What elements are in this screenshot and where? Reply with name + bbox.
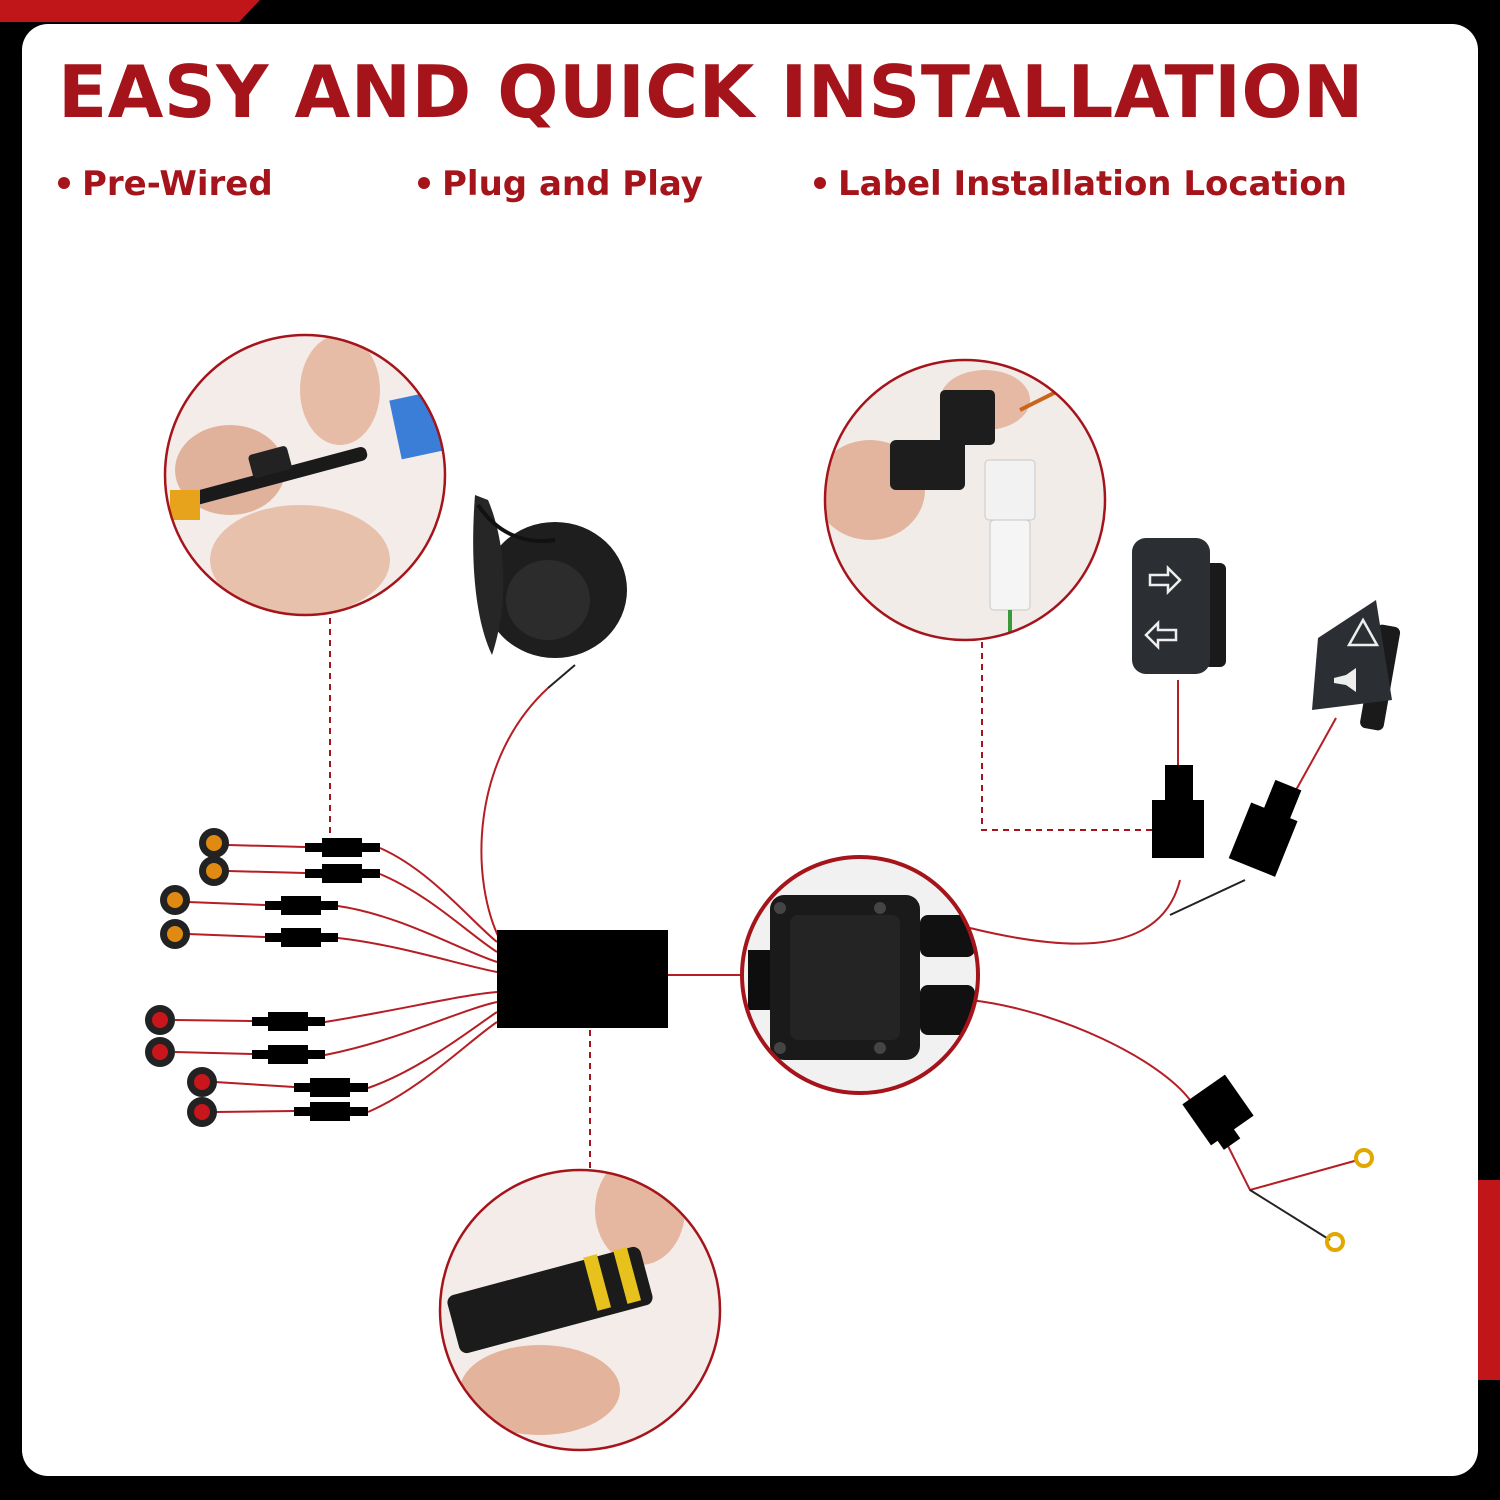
marker-light-icon — [187, 1097, 217, 1127]
horn-wire-black — [547, 664, 576, 689]
wires — [324, 664, 1359, 1241]
horn-wire — [480, 687, 549, 941]
leader-line-right — [981, 642, 1152, 831]
junction-box-icon — [740, 855, 980, 1095]
ring-wire-black — [1249, 1189, 1331, 1241]
switch-b-wire — [1169, 879, 1246, 916]
ring-terminal-icon — [1325, 1232, 1345, 1252]
feature-label: Plug and Play — [442, 164, 703, 204]
edge-accent — [1478, 1180, 1500, 1380]
hazard-icon — [1346, 617, 1380, 647]
arrow-right-icon — [1148, 564, 1182, 596]
magnifier-ring — [163, 333, 447, 617]
switch-b-lead — [1295, 717, 1337, 791]
control-box-icon — [497, 930, 668, 1028]
magnifier-ring — [740, 855, 980, 1095]
connector-plug — [1165, 765, 1193, 805]
magnifier-plug-connector — [823, 358, 1107, 642]
bullet-dot-icon — [58, 176, 70, 189]
marker-light-icon — [199, 828, 229, 858]
magnifier-waterproof-connector — [438, 1168, 722, 1452]
bullet-dot-icon — [418, 176, 430, 189]
connector-housing — [1152, 800, 1204, 858]
magnifier-ring — [438, 1168, 722, 1452]
turn-signal-switch — [1132, 538, 1226, 674]
feature-pre-wired: Pre-Wired — [58, 164, 273, 204]
inline-connectors — [252, 838, 380, 1121]
ring-wire-red — [1224, 1139, 1359, 1192]
light-leads — [174, 844, 306, 1113]
horn-symbol-icon — [1334, 668, 1356, 692]
feature-list: Pre-Wired Plug and Play Label Installati… — [58, 164, 1458, 214]
amber-marker-lights — [160, 828, 229, 949]
power-wire — [969, 999, 1191, 1101]
horn-icon — [473, 495, 627, 658]
corner-accent — [0, 0, 260, 22]
marker-light-icon — [160, 919, 190, 949]
feature-plug-and-play: Plug and Play — [418, 164, 703, 204]
fuse-holder-icon — [1182, 1074, 1254, 1150]
arrow-left-icon — [1144, 619, 1178, 651]
marker-light-icon — [160, 885, 190, 915]
hazard-horn-switch — [1312, 600, 1401, 731]
magnifier-bg — [825, 360, 1105, 640]
switch-a-wire — [969, 879, 1181, 945]
leader-lines — [329, 618, 1152, 1168]
magnifier-screw-connector — [163, 333, 447, 617]
marker-light-icon — [145, 1037, 175, 1067]
marker-light-icon — [187, 1067, 217, 1097]
bullet-dot-icon — [814, 176, 826, 189]
feature-label: Pre-Wired — [82, 164, 273, 204]
ring-terminal-icon — [1354, 1148, 1374, 1168]
marker-light-icon — [199, 856, 229, 886]
content-panel: EASY AND QUICK INSTALLATION Pre-Wired Pl… — [22, 24, 1478, 1476]
magnifier-ring — [823, 358, 1107, 642]
page-title: EASY AND QUICK INSTALLATION — [58, 50, 1364, 134]
feature-label-location: Label Installation Location — [814, 164, 1347, 204]
feature-label: Label Installation Location — [838, 164, 1347, 204]
red-marker-lights — [145, 1005, 217, 1127]
marker-light-icon — [145, 1005, 175, 1035]
connector-plug-b — [1228, 779, 1302, 877]
